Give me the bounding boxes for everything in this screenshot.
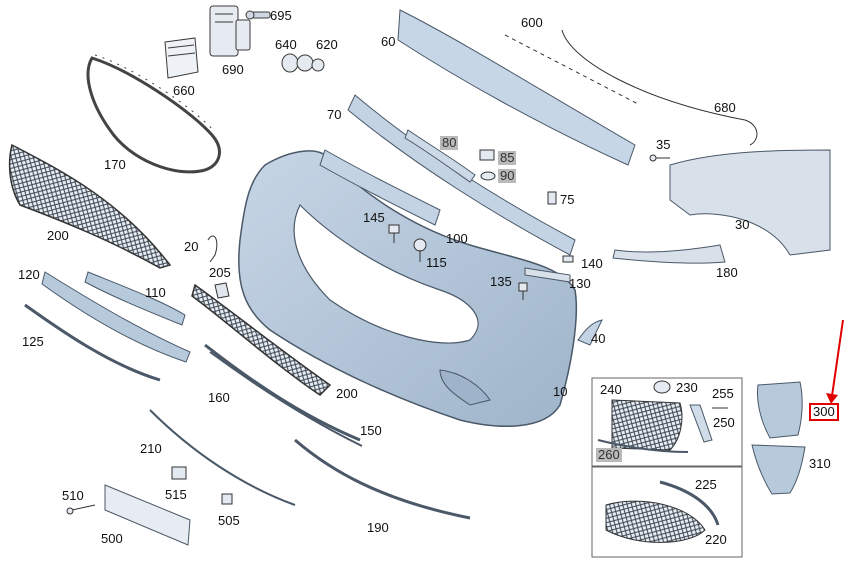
part-210-strip	[149, 409, 296, 506]
part-200-mesh-grille	[8, 143, 172, 269]
part-205-clip	[214, 282, 230, 299]
part-label-640[interactable]: 640	[275, 37, 297, 52]
part-130-trim	[524, 267, 571, 283]
part-label-70[interactable]: 70	[327, 107, 342, 122]
part-label-230[interactable]: 230	[676, 380, 698, 395]
part-90-clip	[480, 171, 496, 181]
part-260-strip	[597, 439, 689, 453]
part-85-clip	[479, 149, 495, 161]
part-label-200-center[interactable]: 200	[336, 386, 358, 401]
part-695-bolt	[245, 10, 271, 20]
part-label-130[interactable]: 130	[569, 276, 591, 291]
part-label-85[interactable]: 85	[498, 150, 517, 165]
part-label-180[interactable]: 180	[716, 265, 738, 280]
part-60-absorber	[397, 9, 636, 166]
part-225-strip	[659, 480, 720, 526]
part-label-75[interactable]: 75	[560, 192, 575, 207]
part-660-control-unit	[164, 37, 199, 79]
part-140-clip	[562, 255, 574, 263]
part-label-690[interactable]: 690	[222, 62, 244, 77]
part-label-135[interactable]: 135	[490, 274, 512, 289]
part-135-bolt	[518, 282, 528, 300]
part-label-145[interactable]: 145	[363, 210, 385, 225]
part-250-trim	[689, 404, 713, 443]
part-120-trim	[41, 271, 191, 363]
part-10-front-bumper	[238, 150, 578, 427]
part-label-10[interactable]: 10	[553, 384, 568, 399]
part-label-600[interactable]: 600	[521, 15, 543, 30]
part-label-250[interactable]: 250	[713, 415, 735, 430]
part-230-sensor	[653, 380, 671, 394]
part-label-210[interactable]: 210	[140, 441, 162, 456]
part-label-170[interactable]: 170	[104, 157, 126, 172]
part-label-20[interactable]: 20	[184, 239, 199, 254]
inset-box-fog-lamp	[591, 377, 743, 467]
part-145-screw	[388, 224, 400, 243]
part-510-screw	[66, 504, 96, 515]
part-115-screw	[413, 238, 427, 262]
part-label-505[interactable]: 505	[218, 513, 240, 528]
part-label-125[interactable]: 125	[22, 334, 44, 349]
part-300-panel	[757, 381, 803, 439]
part-600-wiring	[504, 29, 758, 146]
part-label-515[interactable]: 515	[165, 487, 187, 502]
part-220-grille	[605, 500, 706, 543]
part-505-clip	[221, 493, 233, 505]
part-40-trim	[577, 319, 603, 346]
part-150-trim	[209, 351, 363, 447]
part-310-panel	[751, 444, 806, 495]
part-label-205[interactable]: 205	[209, 265, 231, 280]
part-170-grille-frame	[86, 54, 221, 174]
part-label-695[interactable]: 695	[270, 8, 292, 23]
part-label-80[interactable]: 80	[440, 135, 459, 150]
part-20-bracket	[207, 235, 218, 263]
part-label-255[interactable]: 255	[712, 386, 734, 401]
part-label-220[interactable]: 220	[705, 532, 727, 547]
part-label-90[interactable]: 90	[498, 168, 517, 183]
part-label-110[interactable]: 110	[145, 285, 166, 300]
red-callout-arrow	[826, 319, 844, 404]
part-label-40[interactable]: 40	[591, 331, 606, 346]
part-240-fog-grille	[611, 399, 683, 451]
inset-box-grille	[591, 466, 743, 558]
part-label-620[interactable]: 620	[316, 37, 338, 52]
part-label-510[interactable]: 510	[62, 488, 84, 503]
part-label-200-left[interactable]: 200	[47, 228, 69, 243]
part-label-300-highlighted[interactable]: 300	[809, 403, 839, 421]
part-35-screw	[649, 154, 670, 162]
part-label-225[interactable]: 225	[695, 477, 717, 492]
part-label-140[interactable]: 140	[581, 256, 603, 271]
part-label-100[interactable]: 100	[446, 231, 468, 246]
part-label-240[interactable]: 240	[600, 382, 622, 397]
part-75-clip	[547, 191, 557, 205]
part-145-bracket	[319, 149, 441, 226]
part-640-620-sensors	[281, 53, 325, 73]
part-label-660[interactable]: 660	[173, 83, 195, 98]
part-160-trim	[204, 343, 361, 442]
part-label-310[interactable]: 310	[809, 456, 831, 471]
part-label-150[interactable]: 150	[360, 423, 382, 438]
part-515-clip	[171, 466, 187, 480]
part-label-35[interactable]: 35	[656, 137, 671, 152]
part-label-190[interactable]: 190	[367, 520, 389, 535]
part-label-30[interactable]: 30	[735, 217, 750, 232]
part-label-680[interactable]: 680	[714, 100, 736, 115]
part-label-120[interactable]: 120	[18, 267, 40, 282]
part-label-115[interactable]: 115	[426, 255, 447, 270]
part-125-trim	[24, 303, 161, 382]
part-690-module	[209, 5, 251, 57]
part-label-160[interactable]: 160	[208, 390, 230, 405]
part-190-strip	[294, 438, 471, 520]
part-label-260[interactable]: 260	[596, 447, 622, 462]
part-label-60[interactable]: 60	[381, 34, 396, 49]
part-500-plate-bracket	[104, 484, 191, 546]
part-180-bracket	[612, 244, 726, 264]
part-110-trim	[84, 271, 186, 326]
part-80-bracket	[404, 129, 476, 183]
part-30-bracket	[669, 149, 831, 256]
part-200-lower-grille	[191, 283, 332, 396]
part-label-500[interactable]: 500	[101, 531, 123, 546]
